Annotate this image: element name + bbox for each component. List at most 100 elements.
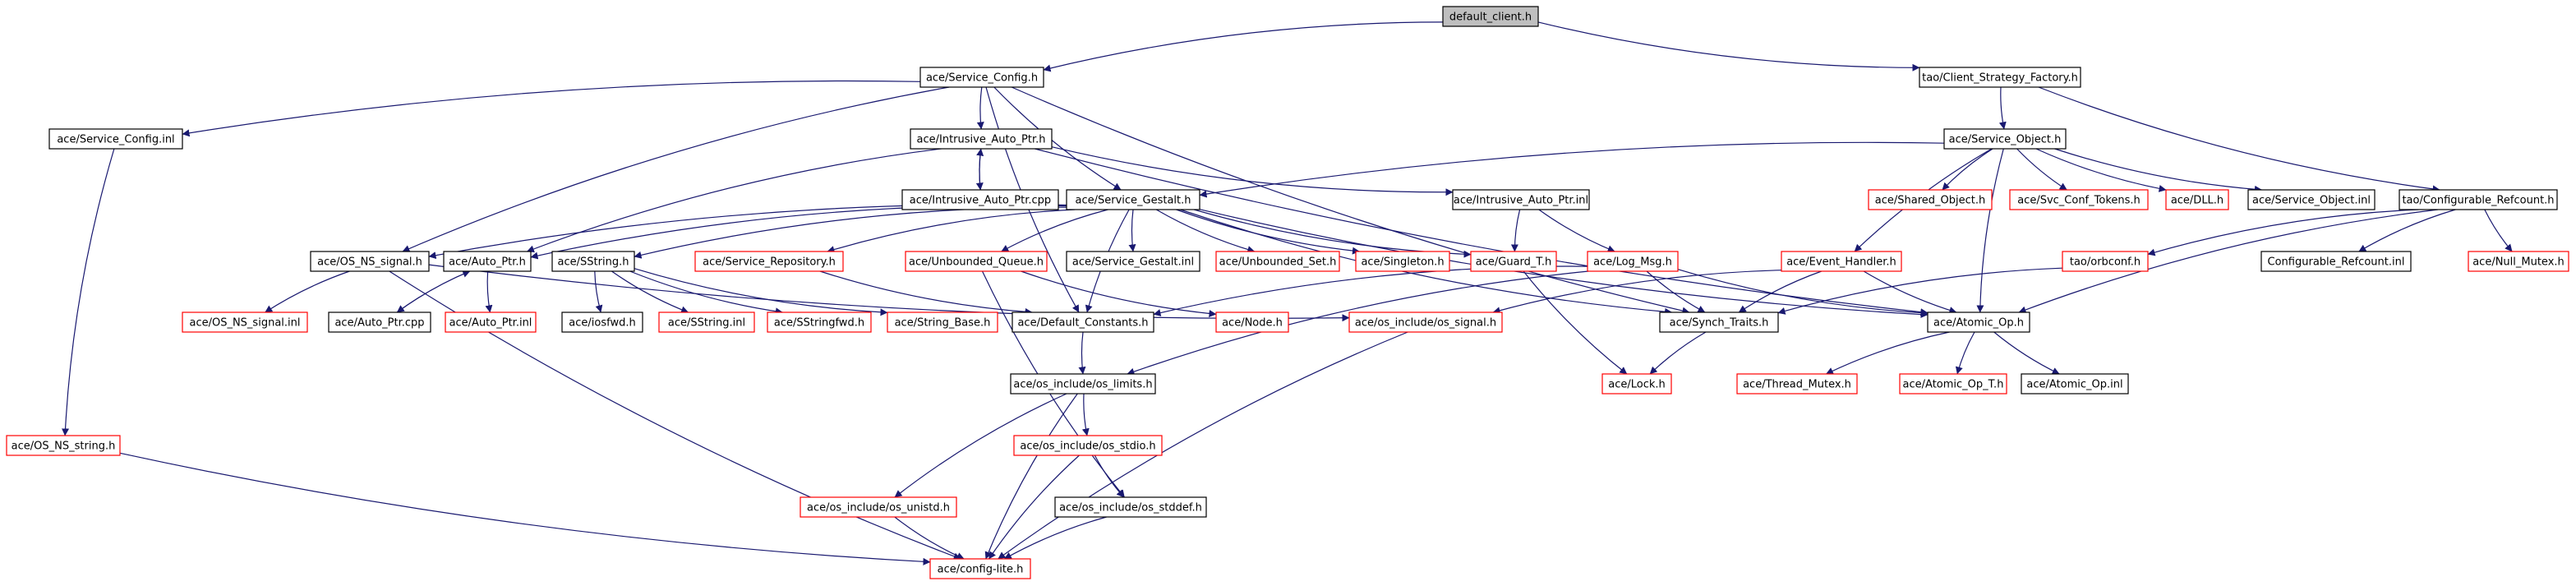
node-label: ace/OS_NS_signal.inl [189,317,300,330]
node-label: ace/Atomic_Op.h [1933,317,2024,330]
include-edge [402,86,950,252]
node-box [1919,67,2081,88]
include-edge [2018,209,2439,314]
node-box [2009,189,2149,210]
graph-node[interactable]: ace/os_include/os_limits.h [1010,373,1156,395]
node-box [551,251,635,272]
include-edge [998,331,1408,560]
node-label: ace/SString.inl [668,317,745,330]
node-label: ace/Event_Handler.h [1786,256,1896,269]
include-edge [265,270,350,313]
node-box [658,311,755,333]
node-label: ace/Default_Constants.h [1017,317,1148,330]
include-edge [1955,331,1975,375]
graph-node[interactable]: ace/Service_Config.inl [48,128,183,150]
include-edge [1035,148,1929,316]
graph-node[interactable]: ace/Service_Gestalt.h [1066,189,1200,210]
graph-node[interactable]: ace/Service_Gestalt.inl [1066,251,1200,272]
node-label: ace/Intrusive_Auto_Ptr.cpp [910,195,1051,207]
graph-node[interactable]: default_client.h [1442,6,1539,27]
graph-node[interactable]: Configurable_Refcount.inl [2260,251,2412,272]
node-box [2399,189,2558,210]
include-edge [1051,146,1454,196]
include-edge [1492,270,1782,315]
graph-node[interactable]: tao/Client_Strategy_Factory.h [1919,67,2081,88]
graph-node[interactable]: ace/Synch_Traits.h [1659,311,1779,333]
graph-node[interactable]: ace/Service_Config.h [919,67,1044,88]
include-edge [2484,209,2513,252]
graph-node[interactable]: ace/Guard_T.h [1470,251,1557,272]
graph-node[interactable]: ace/iosfwd.h [561,311,643,333]
graph-node[interactable]: ace/Atomic_Op_T.h [1899,373,2007,395]
graph-node[interactable]: ace/OS_NS_signal.inl [182,311,308,333]
graph-node[interactable]: ace/Intrusive_Auto_Ptr.cpp [901,189,1059,210]
include-edge [1199,141,1945,198]
graph-node[interactable]: ace/String_Base.h [887,311,998,333]
graph-node[interactable]: ace/config-lite.h [929,558,1031,579]
graph-node[interactable]: ace/Lock.h [1601,373,1672,395]
graph-node[interactable]: ace/SString.inl [658,311,755,333]
include-edge [119,452,931,565]
graph-node[interactable]: ace/DLL.h [2165,189,2229,210]
node-box [1012,311,1154,333]
graph-node[interactable]: ace/Unbounded_Set.h [1215,251,1340,272]
graph-node[interactable]: ace/Default_Constants.h [1012,311,1154,333]
graph-node[interactable]: ace/SStringfwd.h [767,311,872,333]
node-box [2468,251,2569,272]
include-edge [1003,516,1107,560]
include-edge [1777,267,2063,315]
include-edge [2016,148,2067,191]
node-label: ace/Node.h [1222,317,1283,330]
graph-node[interactable]: ace/Service_Repository.h [694,251,844,272]
graph-node[interactable]: ace/Service_Object.inl [2247,189,2376,210]
graph-node[interactable]: ace/Intrusive_Auto_Ptr.inl [1452,189,1590,210]
graph-node[interactable]: ace/Null_Mutex.h [2468,251,2569,272]
node-label: ace/Service_Config.inl [57,134,174,146]
graph-node[interactable]: ace/Atomic_Op.inl [2021,373,2129,395]
node-box [310,251,430,272]
graph-node[interactable]: ace/SString.h [551,251,635,272]
graph-node[interactable]: ace/Service_Object.h [1943,128,2067,150]
node-label: ace/SString.h [558,256,629,269]
graph-node[interactable]: ace/os_include/os_unistd.h [800,496,957,518]
graph-node[interactable]: ace/Auto_Ptr.cpp [328,311,431,333]
graph-node[interactable]: ace/OS_NS_signal.h [310,251,430,272]
node-box [694,251,844,272]
graph-node[interactable]: ace/Log_Msg.h [1587,251,1679,272]
graph-node[interactable]: ace/Auto_Ptr.h [443,251,532,272]
node-label: ace/Service_Config.h [926,72,1038,85]
graph-node[interactable]: ace/Thread_Mutex.h [1736,373,1858,395]
graph-node[interactable]: tao/Configurable_Refcount.h [2399,189,2558,210]
include-edge [182,80,921,137]
graph-node[interactable]: ace/Intrusive_Auto_Ptr.h [910,128,1053,150]
graph-node[interactable]: ace/Atomic_Op.h [1927,311,2030,333]
node-box [1013,435,1163,456]
include-edge [1825,331,1950,375]
graph-node[interactable]: ace/Svc_Conf_Tokens.h [2009,189,2149,210]
include-edge [1043,21,1444,72]
node-box [1470,251,1557,272]
node-box [328,311,431,333]
graph-node[interactable]: ace/Node.h [1215,311,1289,333]
graph-node[interactable]: ace/Unbounded_Queue.h [905,251,1048,272]
include-edge [976,86,984,130]
include-edge [594,270,603,313]
include-edge [1011,86,1690,315]
graph-node[interactable]: ace/Event_Handler.h [1781,251,1902,272]
node-label: ace/os_include/os_unistd.h [807,502,950,514]
include-edge [1998,86,2007,130]
graph-node[interactable]: ace/Auto_Ptr.inl [445,311,537,333]
node-label: ace/os_include/os_limits.h [1013,379,1152,391]
graph-node[interactable]: ace/OS_NS_string.h [6,435,121,456]
node-box [2260,251,2412,272]
graph-node[interactable]: ace/Shared_Object.h [1868,189,1993,210]
graph-node[interactable]: ace/os_include/os_stddef.h [1054,496,1207,518]
node-box [1215,251,1340,272]
graph-node[interactable]: ace/Singleton.h [1355,251,1450,272]
graph-node[interactable]: tao/orbconf.h [2062,251,2149,272]
include-edge [396,270,471,313]
graph-node[interactable]: ace/os_include/os_signal.h [1348,311,1503,333]
include-edge [62,148,115,436]
include-edge [1180,209,1673,316]
graph-node[interactable]: ace/os_include/os_stdio.h [1013,435,1163,456]
